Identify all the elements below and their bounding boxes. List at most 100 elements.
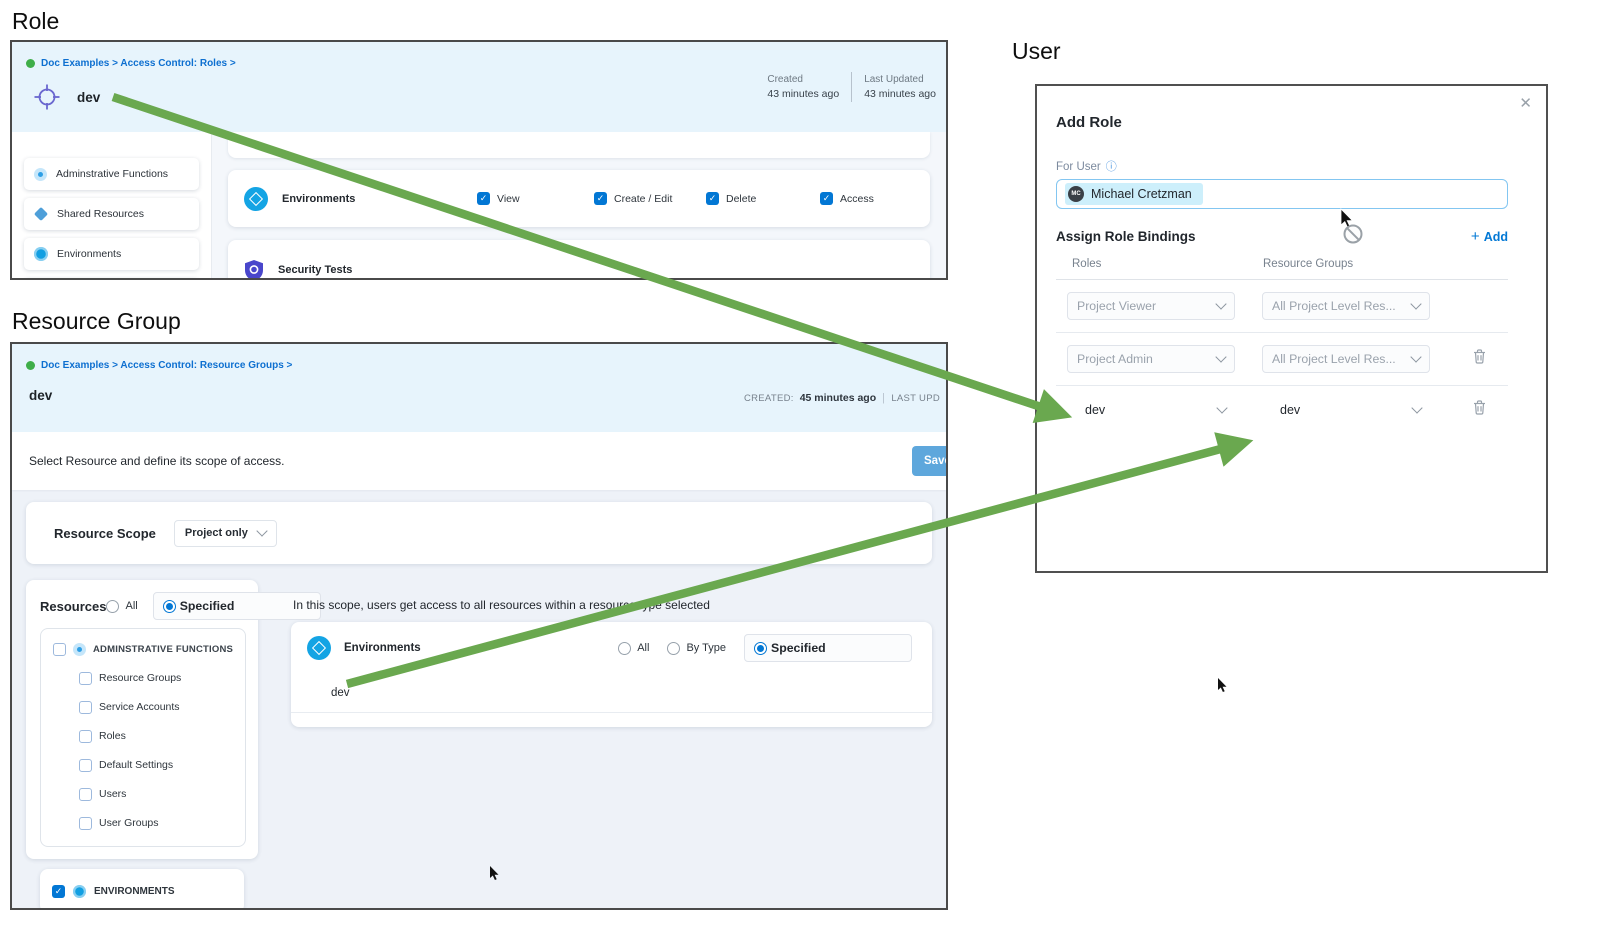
environments-icon [73,884,86,898]
radio-icon[interactable] [667,641,681,655]
resource-group-section-heading: Resource Group [12,308,181,334]
tree-parent-admin-functions[interactable]: ADMINSTRATIVE FUNCTIONS [53,642,239,656]
updated-label: LAST UPD [891,392,940,404]
role-target-icon [34,84,60,110]
delete-binding-button[interactable] [1473,400,1486,420]
role-select[interactable]: Project Admin [1067,345,1235,373]
role-section-heading: Role [12,8,60,34]
card-footer-divider [291,712,932,727]
breadcrumb-text[interactable]: Doc Examples > Access Control: Resource … [41,360,293,371]
environments-icon [34,247,48,261]
tree-item-user-groups[interactable]: User Groups [79,816,239,830]
environments-icon [244,186,268,211]
environments-icon [307,636,331,660]
user-chip[interactable]: MC Michael Cretzman [1065,183,1203,205]
tree-item-service-accounts[interactable]: Service Accounts [79,700,239,714]
checkbox-label: Create / Edit [614,192,673,205]
sidebar-item-environments[interactable]: Environments [24,238,199,270]
tree-item-default-settings[interactable]: Default Settings [79,758,239,772]
tree-parent-label: ENVIRONMENTS [94,885,175,897]
checkbox[interactable]: ✓ [52,884,65,898]
role-meta: Created 43 minutes ago Last Updated 43 m… [767,72,936,102]
radio-icon[interactable] [754,641,767,655]
tree-parent-environments[interactable]: ✓ ENVIRONMENTS [40,869,244,908]
checkbox[interactable] [79,787,92,801]
resource-scope-label: Resource Scope [54,525,156,541]
radio-icon[interactable] [162,599,176,613]
permission-resource-name: Environments [282,192,356,205]
resources-label: Resources [40,598,107,614]
radio-label: Specified [179,599,235,613]
roles-column-header: Roles [1072,258,1102,270]
add-binding-button[interactable]: + Add [1471,229,1508,244]
resources-card: Resources All Specified [26,580,321,859]
role-select-value: Project Viewer [1077,299,1157,313]
chevron-down-icon [1215,351,1227,363]
for-user-label: For User [1056,161,1101,173]
create-edit-checkbox[interactable]: ✓ [594,192,607,205]
scope-resource-name: Environments [344,642,421,654]
delete-binding-button[interactable] [1473,349,1486,369]
permission-resource-name: Security Tests [278,264,353,276]
tree-item-resource-groups[interactable]: Resource Groups [79,671,239,685]
checkbox[interactable] [79,816,92,830]
resource-group-select-value: dev [1280,403,1301,417]
role-select[interactable]: dev [1067,402,1235,417]
delete-checkbox[interactable]: ✓ [706,192,719,205]
breadcrumb-text[interactable]: Doc Examples > Access Control: Roles > [41,58,236,69]
role-select[interactable]: Project Viewer [1067,292,1235,320]
plus-icon: + [1470,228,1480,245]
permission-row-environments: Environments ✓ View ✓ Create / Edit ✓ De… [228,170,930,227]
tree-item-label: Users [99,788,127,800]
role-title: dev [77,89,101,105]
checkbox[interactable] [79,758,92,772]
binding-row: Project Admin All Project Level Res... [1056,333,1508,386]
access-checkbox[interactable]: ✓ [820,192,833,205]
radio-label: Specified [771,641,826,655]
permission-row-security-tests: Security Tests [228,240,930,278]
sidebar-item-partial[interactable] [24,278,199,280]
role-select-value: Project Admin [1077,352,1153,366]
resource-scope-dropdown[interactable]: Project only [173,519,277,547]
resource-group-select[interactable]: dev [1262,402,1430,417]
tree-item-label: Roles [99,730,126,742]
resources-radio-all[interactable]: All [106,592,138,620]
radio-icon[interactable] [618,641,632,655]
checkbox[interactable] [53,642,66,656]
view-checkbox[interactable]: ✓ [477,192,490,205]
resource-group-select[interactable]: All Project Level Res... [1262,292,1430,320]
radio-icon[interactable] [106,599,120,613]
tree-item-label: Service Accounts [99,701,180,713]
checkbox[interactable] [79,671,92,685]
permission-view: ✓ View [477,192,594,205]
checkbox[interactable] [79,700,92,714]
scope-radio-all[interactable]: All [618,634,649,662]
sidebar-item-administrative-functions[interactable]: Adminstrative Functions [24,158,199,190]
breadcrumb[interactable]: Doc Examples > Access Control: Resource … [26,360,292,371]
role-select-value: dev [1085,403,1106,417]
updated-meta: Last Updated 43 minutes ago [864,72,936,102]
chevron-down-icon [1411,402,1423,414]
sidebar-item-shared-resources[interactable]: Shared Resources [24,198,199,230]
scope-radio-by-type[interactable]: By Type [667,634,726,662]
save-button[interactable]: Save [912,446,946,476]
sidebar-item-label: Shared Resources [57,208,144,220]
resources-radio-specified[interactable]: Specified [152,592,321,620]
resource-group-select[interactable]: All Project Level Res... [1262,345,1430,373]
breadcrumb[interactable]: Doc Examples > Access Control: Roles > [26,58,236,69]
user-select-input[interactable]: MC Michael Cretzman [1056,179,1508,209]
created-meta: Created 43 minutes ago [767,72,839,102]
tree-item-roles[interactable]: Roles [79,729,239,743]
info-icon[interactable]: ⓘ [1105,160,1117,173]
checkbox[interactable] [79,729,92,743]
subtitle-text: Select Resource and define its scope of … [29,454,285,468]
scope-radio-specified[interactable]: Specified [744,634,912,662]
scope-selected-resource: dev [331,687,350,699]
assign-role-bindings-label: Assign Role Bindings [1056,229,1196,244]
created-label: CREATED: [743,392,794,404]
close-icon[interactable]: ✕ [1519,95,1532,112]
chevron-down-icon [1410,298,1422,310]
resource-group-panel: Doc Examples > Access Control: Resource … [10,342,948,910]
tree-item-users[interactable]: Users [79,787,239,801]
